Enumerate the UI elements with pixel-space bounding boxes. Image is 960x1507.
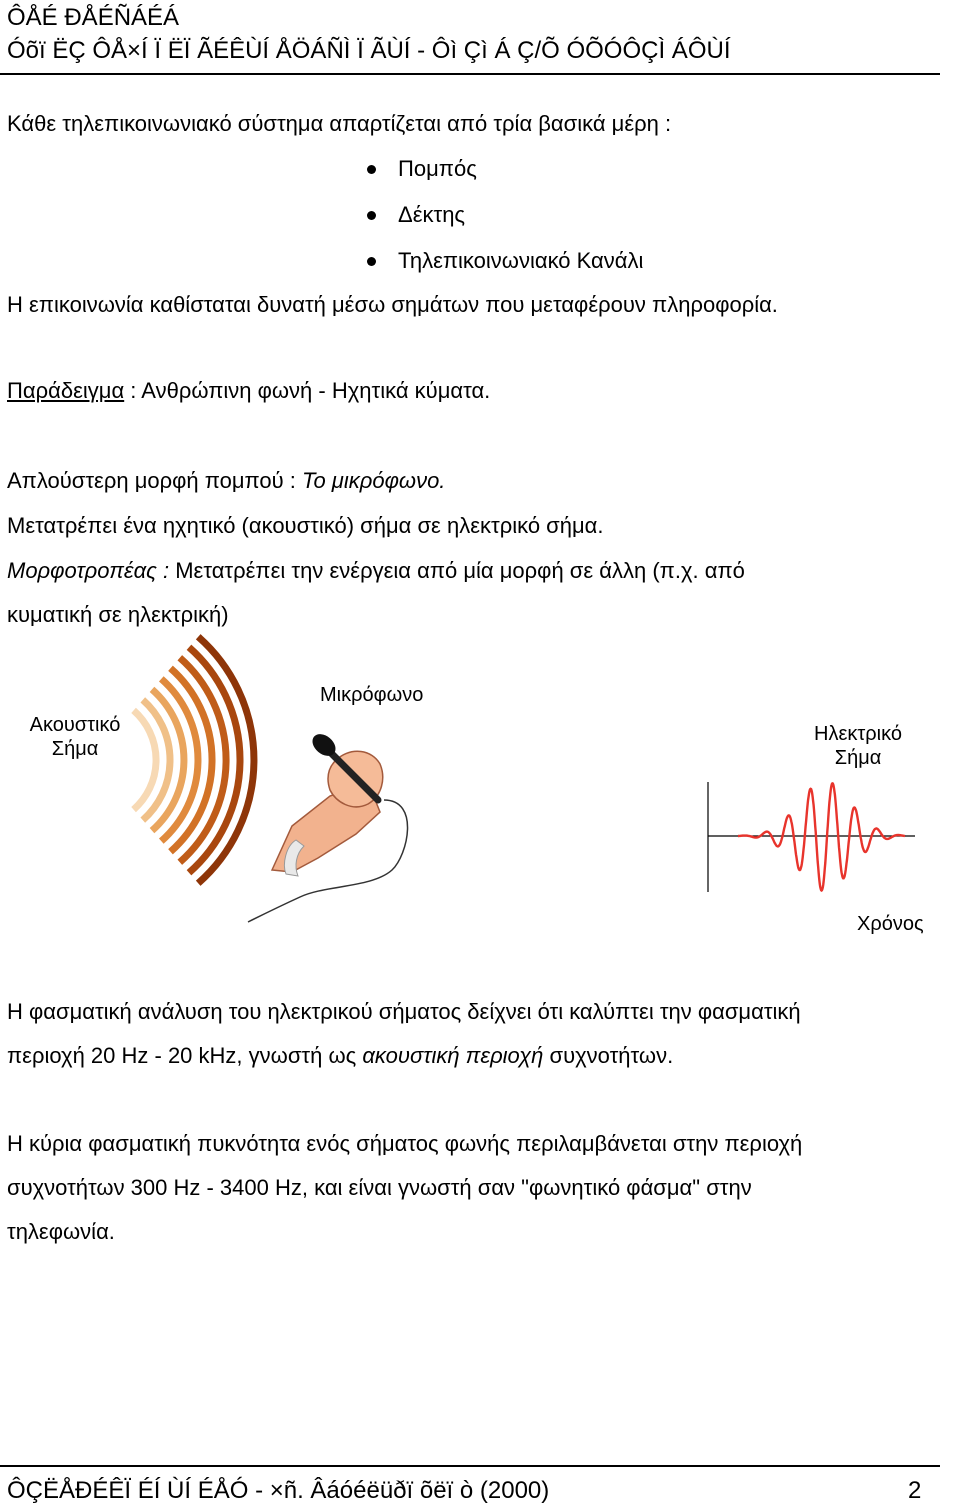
transducer-term: Μορφοτροπέας : bbox=[7, 558, 170, 583]
header-title: ÔÅÉ ÐÅÉÑÁÉÁ bbox=[7, 4, 180, 31]
list-item-transmitter: Πομπός bbox=[367, 154, 477, 184]
example-label: Παράδειγμα bbox=[7, 378, 125, 403]
sound-wave-arc bbox=[177, 655, 230, 865]
acoustic-range-emphasis: ακουστική περιοχή bbox=[362, 1043, 544, 1068]
list-item-receiver: Δέκτης bbox=[366, 200, 465, 230]
electric-signal-label: Ηλεκτρικό Σήμα bbox=[808, 722, 908, 770]
simplest-text: Απλούστερη μορφή πομπού : bbox=[7, 468, 303, 493]
header-divider bbox=[0, 73, 940, 75]
converts-text: Μετατρέπει ένα ηχητικό (ακουστικό) σήμα … bbox=[7, 513, 604, 538]
footer-text: ÔÇËÅÐÉÊÏ ÉÍ ÙÍ ÉÅÓ - ×ñ. Âáóéëüðï õëï ò … bbox=[7, 1477, 550, 1504]
list-item-channel: Τηλεπικοινωνιακό Κανάλι bbox=[366, 246, 643, 276]
spectral-paragraph-2-line-3: τηλεφωνία. bbox=[7, 1219, 115, 1244]
sound-wave-arc bbox=[186, 644, 244, 876]
microphone-cable bbox=[247, 799, 409, 923]
sound-wave-arc bbox=[195, 634, 258, 886]
sound-wave-arc bbox=[168, 665, 216, 855]
page-number: 2 bbox=[908, 1477, 922, 1504]
acoustic-signal-label: Ακουστικό Σήμα bbox=[25, 713, 125, 761]
microphone-handle bbox=[322, 744, 382, 804]
spectral-paragraph-1-line-1: Η φασματική ανάλυση του ηλεκτρικού σήματ… bbox=[7, 999, 801, 1024]
time-axis-label: Χρόνος bbox=[857, 913, 924, 935]
example-text: : Ανθρώπινη φωνή - Ηχητικά κύματα. bbox=[124, 378, 491, 403]
spectral-paragraph-2-line-2: συχνοτήτων 300 Hz - 3400 Hz, και είναι γ… bbox=[7, 1175, 752, 1200]
microphone-emphasis: Το μικρόφωνο. bbox=[302, 468, 446, 493]
transducer-definition: Μετατρέπει την ενέργεια από μία μορφή σε… bbox=[169, 558, 745, 583]
spectral-paragraph-2-line-1: Η κύρια φασματική πυκνότητα ενός σήματος… bbox=[7, 1131, 803, 1156]
header-subtitle: Óõï ËÇ ÔÅ×Í Ï ËÏ ÃÉÊÙÍ ÅÖÁÑÌ Ï ÃÙÍ - Ôì … bbox=[7, 37, 731, 64]
electric-label-line1: Ηλεκτρικό bbox=[814, 723, 902, 745]
footer-divider bbox=[0, 1465, 940, 1467]
sound-wave-arc bbox=[149, 686, 188, 834]
acoustic-label-line1: Ακουστικό bbox=[29, 714, 121, 736]
microphone-hand-illustration bbox=[247, 734, 409, 923]
simplest-transmitter-line: Απλούστερη μορφή πομπού : Το μικρόφωνο. bbox=[7, 466, 445, 496]
sound-wave-arc bbox=[158, 676, 202, 844]
acoustic-label-line2: Σήμα bbox=[51, 738, 99, 760]
spectral-paragraph-1-line-2: περιοχή 20 Hz - 20 kHz, γνωστή ως ακουστ… bbox=[7, 1041, 673, 1071]
transducer-line-2: κυματική σε ηλεκτρική) bbox=[7, 602, 229, 627]
electric-signal-waveform bbox=[738, 782, 906, 892]
example-line: Παράδειγμα : Ανθρώπινη φωνή - Ηχητικά κύ… bbox=[7, 376, 490, 406]
communication-text: Η επικοινωνία καθίσταται δυνατή μέσω σημ… bbox=[7, 292, 778, 317]
microphone-head bbox=[312, 734, 336, 756]
intro-text: Κάθε τηλεπικοινωνιακό σύστημα απαρτίζετα… bbox=[7, 111, 672, 136]
sound-wave-arc bbox=[140, 697, 174, 823]
spectral-range-text: περιοχή 20 Hz - 20 kHz, γνωστή ως bbox=[7, 1043, 363, 1068]
sound-wave-arc bbox=[131, 707, 160, 813]
electric-label-line2: Σήμα bbox=[834, 747, 882, 769]
sound-waves-graphic bbox=[131, 634, 258, 886]
spectral-range-suffix: συχνοτήτων. bbox=[543, 1043, 674, 1068]
microphone-label: Μικρόφωνο bbox=[320, 684, 424, 706]
cuff bbox=[283, 839, 305, 877]
transducer-line-1: Μορφοτροπέας : Μετατρέπει την ενέργεια α… bbox=[7, 556, 745, 586]
